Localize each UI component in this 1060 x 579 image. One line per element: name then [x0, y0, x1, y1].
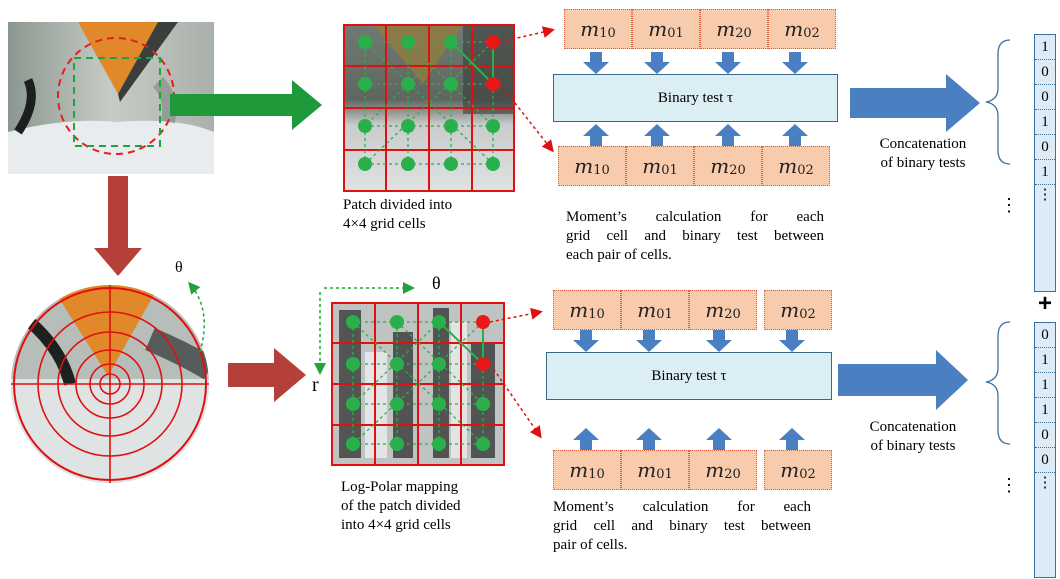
bit: 0 [1035, 423, 1055, 448]
bit-ellipsis: ⋮ [1037, 475, 1053, 491]
binary-test-label: Binary test τ [651, 367, 727, 384]
polar-grid-image [10, 284, 210, 484]
bit: 1 [1035, 348, 1055, 373]
top-side-ellipsis: ⋮ [1000, 195, 1018, 215]
bottom-concat-caption: Concatenation of binary tests [869, 419, 957, 454]
bottom-patch-caption: Log-Polar mapping of the patch divided i… [341, 479, 461, 533]
bit: 0 [1035, 448, 1055, 473]
blue-concat-arrow-top [850, 74, 980, 132]
binary-test-box-top: Binary test τ [553, 74, 838, 122]
top-moment-caption: Moment’s calculation for each grid cell … [566, 209, 824, 263]
red-right-arrow [228, 348, 306, 402]
bottom-grid-patch-image [331, 302, 505, 466]
top-patch-caption: Patch divided into 4×4 grid cells [343, 197, 453, 232]
top-grid-patch-image [343, 24, 515, 192]
bit: 0 [1035, 135, 1055, 160]
bottom-moment-caption: Moment’s calculation for each grid cell … [553, 499, 811, 553]
blue-concat-arrow-bottom [838, 350, 968, 410]
top-descriptor-vector: 1 0 0 1 0 1 ⋮ [1034, 34, 1056, 292]
bit: 0 [1035, 85, 1055, 110]
bit-ellipsis: ⋮ [1037, 187, 1053, 203]
bottom-side-ellipsis: ⋮ [1000, 475, 1018, 495]
green-arrow [170, 80, 322, 130]
bit: 1 [1035, 35, 1055, 60]
moment-to-test-arrows-top [583, 52, 808, 146]
bit: 0 [1035, 323, 1055, 348]
moment-to-test-arrows-bottom [573, 330, 805, 450]
green-axis-arrows [188, 281, 415, 375]
bit: 0 [1035, 60, 1055, 85]
bit: 1 [1035, 373, 1055, 398]
red-down-arrow [94, 176, 142, 276]
bit: 1 [1035, 110, 1055, 135]
bit: 1 [1035, 160, 1055, 185]
red-dotted-pointers [489, 26, 555, 439]
theta-axis-label: θ [432, 273, 441, 293]
braces [985, 39, 1011, 445]
binary-test-label: Binary test τ [657, 89, 734, 106]
polar-theta-label: θ [175, 259, 183, 276]
plus-sign: + [1038, 290, 1053, 317]
r-axis-label: r [312, 374, 319, 396]
top-concat-caption: Concatenation of binary tests [879, 136, 967, 171]
bottom-descriptor-vector: 0 1 1 1 0 0 ⋮ [1034, 322, 1056, 578]
binary-test-box-bottom: Binary test τ [546, 352, 832, 400]
bit: 1 [1035, 398, 1055, 423]
